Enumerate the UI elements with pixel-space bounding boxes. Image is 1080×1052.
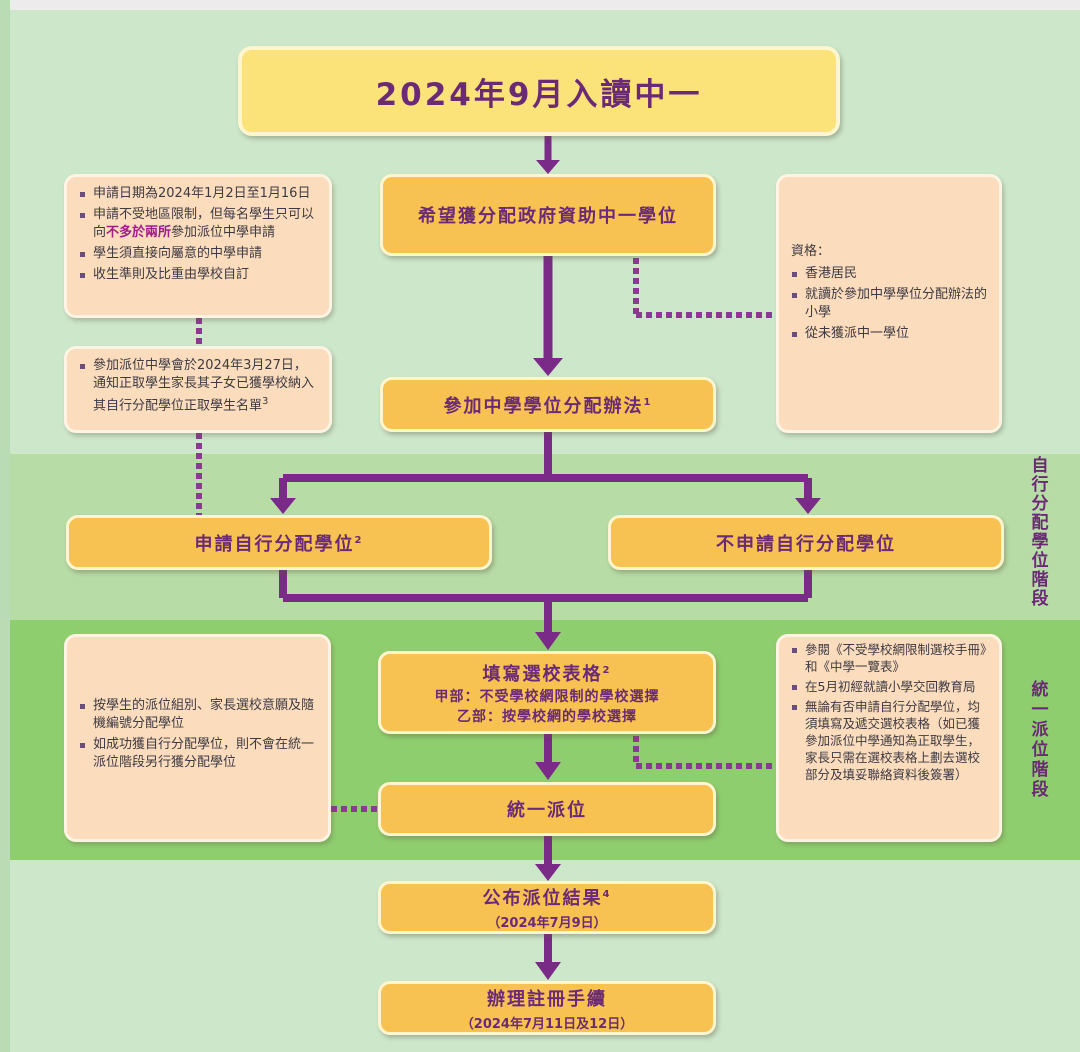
step-register: 辦理註冊手續 （2024年7月11日及12日） xyxy=(378,981,716,1035)
forms-item-3: 無論有否申請自行分配學位，均須填寫及遞交選校表格（如已獲參加派位中學通知為正取學… xyxy=(791,698,989,783)
stage-central-char-1: 統 xyxy=(1031,680,1049,700)
footnote-3: 3 xyxy=(262,396,269,407)
frame-left xyxy=(0,0,10,1052)
arrowhead-central xyxy=(535,762,561,780)
step-central-label: 統一派位 xyxy=(507,800,587,821)
step-announce-label: 公布派位結果4 xyxy=(483,884,612,910)
stage-central-char-3: 派 xyxy=(1031,720,1049,740)
stage-dp-char-1: 自 xyxy=(1031,456,1049,476)
note-dp-application: 申請日期為2024年1月2日至1月16日 申請不受地區限制，但每名學生只可以向不… xyxy=(64,174,332,318)
forms-item-2: 在5月初經就讀小學交回教育局 xyxy=(791,678,989,695)
footnote-4: 4 xyxy=(602,889,612,900)
step-announce-date: （2024年7月9日） xyxy=(487,916,607,931)
stage-dp-char-5: 學 xyxy=(1031,532,1049,552)
step-central: 統一派位 xyxy=(378,782,716,836)
step-announce: 公布派位結果4 （2024年7月9日） xyxy=(378,881,716,934)
allocation-item-2: 如成功獲自行分配學位，則不會在統一派位階段另行獲分配學位 xyxy=(79,736,318,772)
step-fill-form: 填寫選校表格2 甲部：不受學校網限制的學校選擇 乙部：按學校網的學校選擇 xyxy=(378,651,716,734)
stage-dp-char-4: 配 xyxy=(1031,513,1049,533)
stage-dp-char-8: 段 xyxy=(1031,589,1049,609)
step-apply-dp-label: 申請自行分配學位2 xyxy=(195,530,364,556)
step-apply-dp: 申請自行分配學位2 xyxy=(66,515,492,570)
eligibility-item-2: 就讀於參加中學學位分配辦法的小學 xyxy=(791,286,989,322)
note-dp-item-2-pre: 申請不受地區限制，但每名學生只可以向 xyxy=(93,207,315,240)
frame-top xyxy=(0,0,1080,10)
stage-dp-char-2: 行 xyxy=(1031,475,1049,495)
arrowhead-fill-form xyxy=(535,632,561,650)
step-fill-form-label: 填寫選校表格2 xyxy=(483,660,612,686)
title-box: 2024年9月入讀中一 xyxy=(238,46,840,136)
arrowhead-announce xyxy=(535,864,561,881)
step-hope: 希望獲分配政府資助中一學位 xyxy=(380,174,716,256)
note-forms: 參閱《不受學校網限制選校手冊》和《中學一覽表》 在5月初經就讀小學交回教育局 無… xyxy=(776,634,1002,842)
footnote-1: 1 xyxy=(643,396,653,408)
step-no-dp-label: 不申請自行分配學位 xyxy=(716,533,896,555)
step-fill-form-text: 填寫選校表格 xyxy=(482,663,603,685)
note-dp-notify: 參加派位中學會於2024年3月27日，通知正取學生家長其子女已獲學校納入其自行分… xyxy=(64,346,332,433)
eligibility-heading: 資格： xyxy=(791,244,831,259)
note-dp-item-3: 學生須直接向屬意的中學申請 xyxy=(79,245,319,263)
stage-dp-char-6: 位 xyxy=(1031,551,1049,571)
stage-central-char-2: 一 xyxy=(1031,700,1049,720)
step-join-text: 參加中學學位分配辦法 xyxy=(443,395,644,417)
step-announce-text: 公布派位結果 xyxy=(482,888,603,909)
footnote-2b: 2 xyxy=(602,664,612,676)
note-dp-item-1: 申請日期為2024年1月2日至1月16日 xyxy=(79,185,319,203)
note-eligibility: 資格： 香港居民 就讀於參加中學學位分配辦法的小學 從未獲派中一學位 xyxy=(776,174,1002,433)
step-no-dp: 不申請自行分配學位 xyxy=(608,515,1004,570)
page-title: 2024年9月入讀中一 xyxy=(375,76,703,113)
note-dp-item-2-highlight: 不多於兩所 xyxy=(106,225,172,240)
arrowhead-register xyxy=(535,962,561,980)
arrowhead-no-dp xyxy=(795,498,821,514)
eligibility-item-1: 香港居民 xyxy=(791,265,989,283)
step-register-date: （2024年7月11日及12日） xyxy=(460,1016,634,1032)
allocation-item-1: 按學生的派位組別、家長選校意願及隨機編號分配學位 xyxy=(79,697,318,733)
part-a-label: 甲部：不受學校網限制的學校選擇 xyxy=(434,688,660,705)
stage-central-char-5: 階 xyxy=(1031,760,1049,780)
note-notify-text: 參加派位中學會於2024年3月27日，通知正取學生家長其子女已獲學校納入其自行分… xyxy=(93,358,315,414)
arrowhead-join xyxy=(533,358,563,376)
stage-dp-char-7: 階 xyxy=(1031,570,1049,590)
step-join: 參加中學學位分配辦法1 xyxy=(380,377,716,432)
note-dp-item-2-post: 參加派位中學申請 xyxy=(171,225,276,240)
step-register-label: 辦理註冊手續 xyxy=(487,988,607,1010)
stage-label-central: 統 一 派 位 階 段 xyxy=(1029,680,1051,800)
note-dp-item-2: 申請不受地區限制，但每名學生只可以向不多於兩所參加派位中學申請 xyxy=(79,206,319,242)
eligibility-item-3: 從未獲派中一學位 xyxy=(791,325,989,343)
forms-item-1: 參閱《不受學校網限制選校手冊》和《中學一覽表》 xyxy=(791,641,989,675)
stage-label-discretionary: 自 行 分 配 學 位 階 段 xyxy=(1029,457,1051,609)
note-allocation: 按學生的派位組別、家長選校意願及隨機編號分配學位 如成功獲自行分配學位，則不會在… xyxy=(64,634,331,842)
arrowhead-hope xyxy=(536,160,560,174)
note-dp-item-4: 收生準則及比重由學校自訂 xyxy=(79,266,319,284)
step-join-label: 參加中學學位分配辦法1 xyxy=(444,392,653,418)
stage-dp-char-3: 分 xyxy=(1031,494,1049,514)
step-hope-label: 希望獲分配政府資助中一學位 xyxy=(418,206,678,227)
part-b-label: 乙部：按學校網的學校選擇 xyxy=(457,708,637,725)
footnote-2: 2 xyxy=(354,534,364,546)
stage-central-char-4: 位 xyxy=(1031,740,1049,760)
note-notify-item: 參加派位中學會於2024年3月27日，通知正取學生家長其子女已獲學校納入其自行分… xyxy=(79,357,319,415)
step-apply-dp-text: 申請自行分配學位 xyxy=(194,533,355,555)
stage-central-char-6: 段 xyxy=(1031,780,1049,800)
arrowhead-apply-dp xyxy=(270,498,296,514)
